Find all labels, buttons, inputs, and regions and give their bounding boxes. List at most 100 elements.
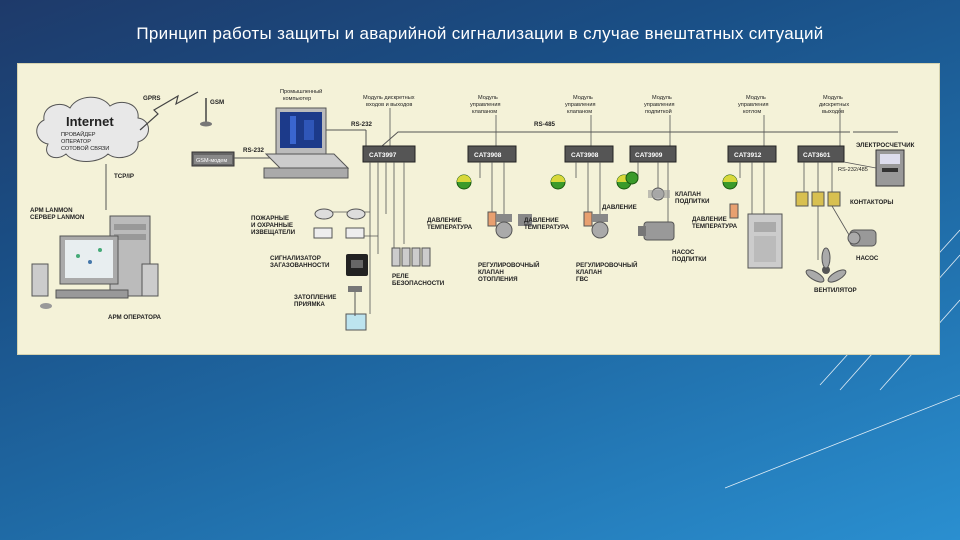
pump-feed-line-1: НАСОС [672,249,695,256]
boiler-icon [747,213,783,269]
pt3-line-2: ТЕМПЕРАТУРА [692,223,738,230]
safety-relay-line-1: РЕЛЕ [392,273,409,280]
industrial-computer [263,107,350,179]
flood-sensor-icon [345,286,367,331]
tcpip-label: TCP/IP [114,173,134,180]
electricity-meter [875,149,905,187]
arm-operator-label: АРМ ОПЕРАТОРА [108,314,162,321]
provider-line-3: СОТОВОЙ СВЯЗИ [61,144,109,152]
internet-cloud: Internet ПРОВАЙДЕР ОПЕРАТОР СОТОВОЙ СВЯЗ… [36,96,149,162]
arm-server-line-2: СЕРВЕР LANMON [30,214,85,221]
fan-icon [805,247,847,283]
gsm-modem: GSM-модем [191,151,235,167]
col-header-5-line-1: Модуль [746,95,766,101]
col-header-4-line-1: Модуль [652,95,672,101]
valve-heating-line-1: РЕГУЛИРОВОЧНЫЙ [478,261,540,269]
gsm-label: GSM [210,99,224,106]
temperature-sensor-icon-1 [487,211,497,227]
temperature-sensor-icon-3 [729,203,739,219]
rs232-485-label: RS-232/485 [838,167,868,173]
feed-pump-icon [638,221,675,241]
valve-heating-icon [495,214,532,239]
module-4: CAT3909 [629,145,677,163]
col-header-2-line-2: управления [470,102,501,108]
rs485-label: RS-485 [534,121,556,128]
fire-sensors-line-3: ИЗВЕЩАТЕЛИ [251,229,296,236]
module-6-label: CAT3601 [803,152,831,159]
temperature-sensor-icon-2 [583,211,593,227]
pt1-line-1: ДАВЛЕНИЕ [427,217,462,224]
valve-heating-line-2: КЛАПАН [478,269,504,276]
valve-gvs-line-3: ГВС [576,276,589,283]
col-header-6-line-2: дискретных [819,102,849,108]
fire-sensors [313,208,366,239]
module-1: CAT3997 [362,145,416,163]
rs232-label-b: RS-232 [351,121,373,128]
pt2-line-2: ТЕМПЕРАТУРА [524,224,570,231]
rs232-label-a: RS-232 [243,147,265,154]
slide-title: Принцип работы защиты и аварийной сигнал… [136,24,824,43]
pt2-line-1: ДАВЛЕНИЕ [524,217,559,224]
col-header-4-line-2: управления [644,102,675,108]
contactors-icon [795,191,841,207]
pump-label: НАСОС [856,255,879,262]
module-4-label: CAT3909 [635,152,663,159]
pt3-line-1: ДАВЛЕНИЕ [692,216,727,223]
meter-label: ЭЛЕКТРОСЧЕТЧИК [856,142,915,149]
provider-line-2: ОПЕРАТОР [61,139,91,145]
gprs-signal-icon [139,91,199,131]
module-5-label: CAT3912 [734,152,762,159]
pt1-line-2: ТЕМПЕРАТУРА [427,224,473,231]
gas-sensor-line-2: ЗАГАЗОВАННОСТИ [270,262,330,269]
valve-feed-line-1: КЛАПАН [675,191,701,198]
contactors-label: КОНТАКТОРЫ [850,199,893,206]
module-2: CAT3908 [467,145,517,163]
col-header-5-line-2: управления [738,102,769,108]
col-header-2-line-1: Модуль [478,95,498,101]
col-header-3-line-3: клапаном [567,109,592,115]
module-3: CAT3908 [564,145,614,163]
col-header-3-line-1: Модуль [573,95,593,101]
safety-relay-icon [391,247,431,267]
feed-valve-icon [648,187,670,201]
pressure-label: ДАВЛЕНИЕ [602,204,637,211]
gprs-label: GPRS [143,95,161,102]
valve-heating-line-3: ОТОПЛЕНИЯ [478,276,518,283]
flood-line-2: ПРИЯМКА [294,301,325,308]
valve-gvs-line-2: КЛАПАН [576,269,602,276]
industrial-pc-line-1: Промышленный [280,88,322,95]
pump-icon [847,229,877,247]
automation-diagram: Internet ПРОВАЙДЕР ОПЕРАТОР СОТОВОЙ СВЯЗ… [30,88,915,331]
valve-gvs-icon [591,214,609,239]
fire-sensors-line-2: И ОХРАННЫЕ [251,222,293,229]
valve-feed-line-2: ПОДПИТКИ [675,198,710,205]
col-header-4-line-3: подпиткой [645,108,672,115]
safety-relay-line-2: БЕЗОПАСНОСТИ [392,280,445,287]
operator-workstation-icon [31,215,159,309]
col-header-6-line-1: Модуль [823,95,843,101]
pump-feed-line-2: ПОДПИТКИ [672,256,707,263]
module-3-label: CAT3908 [571,152,599,159]
col-header-6-line-3: выходов [822,109,844,115]
gas-sensor-line-1: СИГНАЛИЗАТОР [270,255,321,262]
module-6: CAT3601 [797,145,845,163]
col-header-1-line-2: входов и выходов [366,102,412,108]
module-5: CAT3912 [727,145,777,163]
col-header-1-line-1: Модуль дискретных [363,95,415,101]
module-1-label: CAT3997 [369,152,397,159]
diagram-panel: Internet ПРОВАЙДЕР ОПЕРАТОР СОТОВОЙ СВЯЗ… [17,63,940,355]
provider-line-1: ПРОВАЙДЕР [61,130,96,138]
arm-server-line-1: АРМ LANMON [30,207,73,214]
col-header-5-line-3: котлом [743,109,761,115]
gsm-modem-label: GSM-модем [196,158,227,164]
gsm-antenna-icon [200,98,212,127]
fan-label: ВЕНТИЛЯТОР [814,287,857,294]
industrial-pc-line-2: компьютер [283,96,311,102]
valve-gvs-line-1: РЕГУЛИРОВОЧНЫЙ [576,261,638,269]
col-header-3-line-2: управления [565,102,596,108]
module-2-label: CAT3908 [474,152,502,159]
col-header-2-line-3: клапаном [472,109,497,115]
fire-sensors-line-1: ПОЖАРНЫЕ [251,215,289,222]
flood-line-1: ЗАТОПЛЕНИЕ [294,294,336,301]
internet-label: Internet [66,114,114,129]
